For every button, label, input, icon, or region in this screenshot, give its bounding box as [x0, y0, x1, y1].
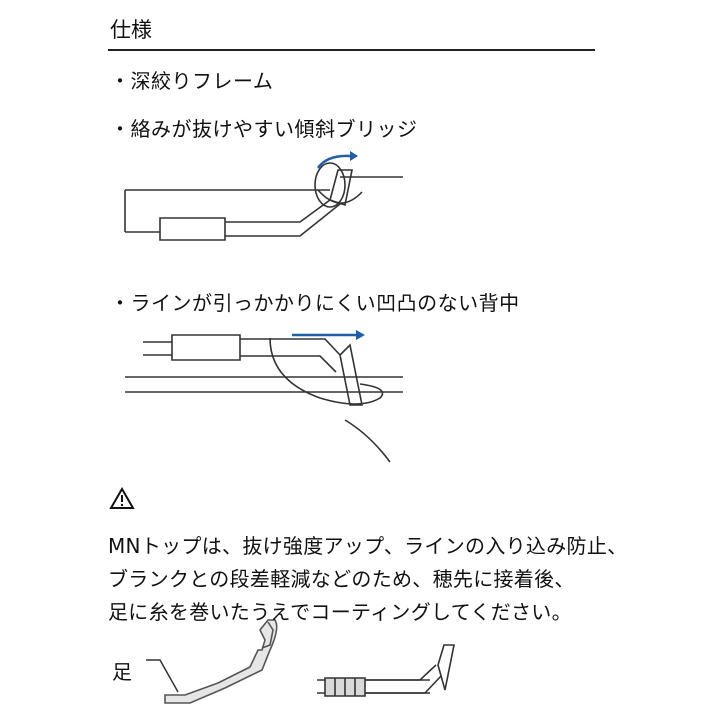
spec-bullet-deep-frame: ・深絞りフレーム: [110, 69, 274, 93]
slip-off-arrow-1: [316, 154, 351, 169]
warning-text-line-1: MNトップは、抜け強度アップ、ラインの入り込み防止、: [108, 534, 628, 558]
spec-bullet-inclined-bridge: ・絡みが抜けやすい傾斜ブリッジ: [110, 117, 418, 141]
no-snag-arrowhead: [356, 330, 365, 340]
warning-text-line-2: ブランクとの段差軽減などのため、穂先に接着後、: [108, 567, 575, 591]
warning-triangle-icon: [109, 487, 135, 509]
guide-top-foot-diagram: [164, 619, 278, 704]
foot-pointer-line: [146, 659, 179, 693]
heading-divider: [108, 49, 595, 51]
spec-heading: 仕様: [110, 18, 152, 42]
spec-bullet-smooth-back: ・ラインが引っかかりにくい凹凸のない背中: [110, 291, 520, 315]
foot-label: 足: [112, 660, 132, 684]
smooth-back-diagram: [125, 334, 403, 463]
inclined-bridge-diagram: [124, 162, 403, 241]
warning-text-line-3: 足に糸を巻いたうえでコーティングしてください。: [108, 600, 572, 624]
thread-wrapping-diagram: [317, 644, 455, 697]
slip-off-arrowhead-1: [350, 151, 358, 161]
